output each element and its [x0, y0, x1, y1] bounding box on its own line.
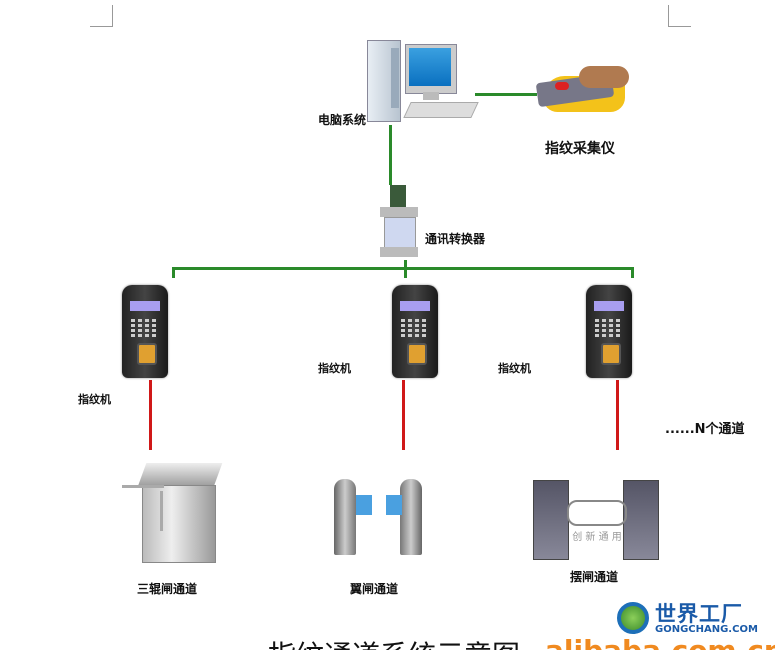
computer-label: 电脑系统: [318, 113, 367, 127]
globe-gear-icon: [617, 602, 649, 634]
gongchang-logo: 世界工厂 GONGCHANG.COM: [615, 600, 770, 642]
fingerprint-machine-icon: [122, 285, 168, 378]
fp-machine-label: 指纹机: [498, 362, 531, 375]
alibaba-watermark: alibaba.com.cn: [545, 634, 775, 650]
computer-icon: [365, 38, 479, 123]
swing-gate-icon: 创 新 通 用: [527, 470, 660, 560]
bus-drop-1: [172, 267, 175, 278]
fp-machine-label: 指纹机: [78, 393, 111, 406]
converter-icon: [378, 185, 420, 263]
converter-label: 通讯转换器: [425, 232, 486, 246]
wing-gate-label: 翼闸通道: [350, 582, 399, 596]
swing-gate-label: 摆闸通道: [570, 570, 619, 584]
link-computer-collector: [475, 93, 537, 96]
bus-drop-3: [631, 267, 634, 278]
network-bus: [172, 267, 634, 270]
fingerprint-collector-icon: [535, 64, 632, 112]
bus-drop-2: [404, 260, 407, 278]
wing-gate-icon: [330, 475, 425, 557]
corner-mark-right: [668, 26, 691, 27]
fp-machine-label: 指纹机: [318, 362, 351, 375]
more-channels-label: ......N个通道: [665, 422, 745, 437]
fingerprint-machine-icon: [586, 285, 632, 378]
signal-line: [616, 380, 619, 450]
signal-line: [149, 380, 152, 450]
link-computer-converter: [389, 125, 392, 185]
corner-mark-right-v: [668, 5, 669, 27]
signal-line: [402, 380, 405, 450]
tripod-gate-label: 三辊闸通道: [137, 582, 198, 596]
logo-en: GONGCHANG.COM: [655, 624, 758, 635]
corner-mark-left: [90, 26, 113, 27]
logo-cn: 世界工厂: [655, 602, 743, 626]
swing-gate-text: 创 新 通 用: [572, 532, 622, 543]
corner-mark-left-v: [112, 5, 113, 27]
tripod-gate-icon: [120, 455, 223, 565]
collector-label: 指纹采集仪: [545, 141, 615, 157]
fingerprint-machine-icon: [392, 285, 438, 378]
diagram-title: 指纹通道系统示意图: [268, 634, 520, 650]
